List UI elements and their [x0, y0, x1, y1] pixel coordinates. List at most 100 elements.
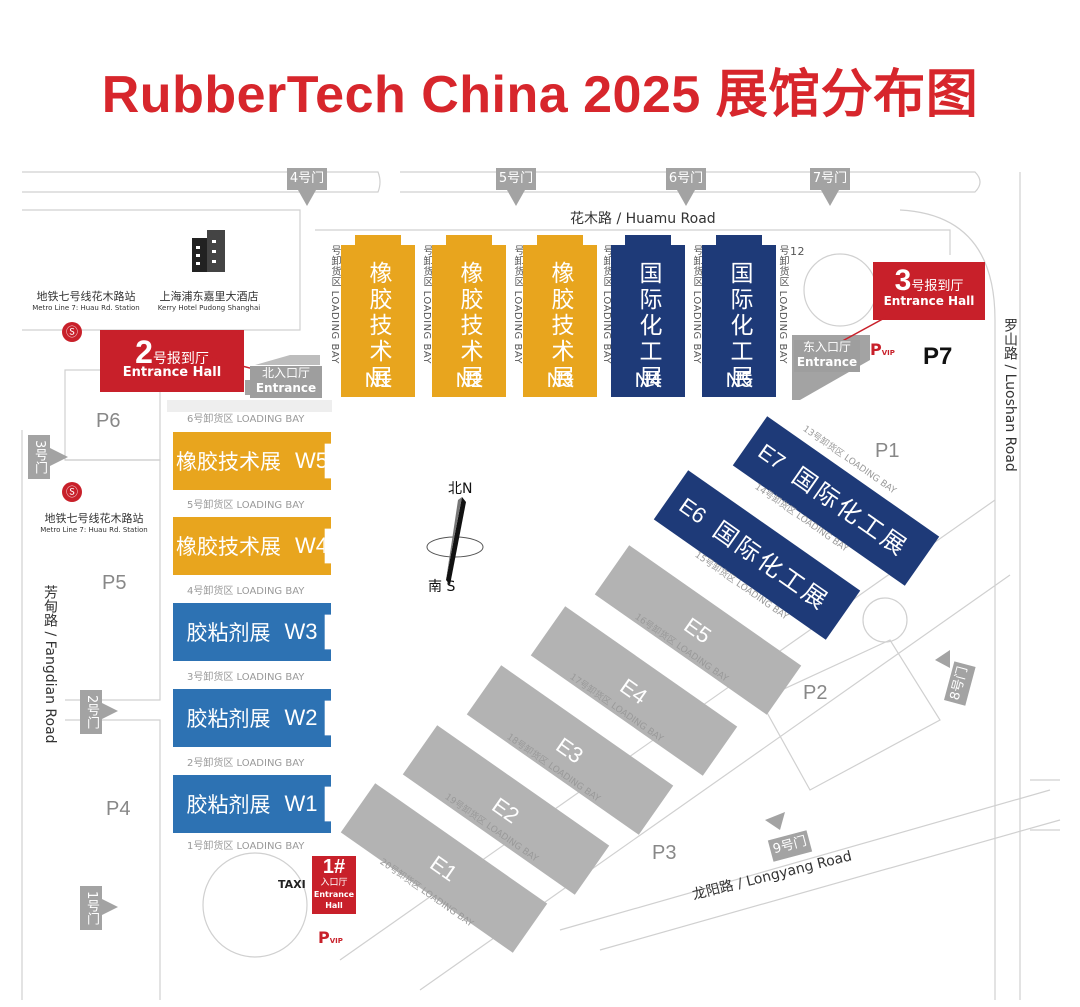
hall-e5: E5: [594, 545, 802, 715]
hall-e2: E2: [402, 725, 610, 895]
entrance-2-zh: 号报到厅: [152, 351, 209, 367]
metro-top-zh: 地铁七号线花木路站: [36, 290, 136, 303]
entrance-1-num: 1#: [322, 856, 346, 878]
parking-p7: P7: [923, 343, 953, 370]
hall-block: [530, 606, 738, 776]
hall-block: [466, 665, 674, 835]
hall-name: 胶粘剂展: [186, 793, 271, 817]
hall-code: N4: [634, 369, 662, 392]
hotel-zh: 上海浦东嘉里大酒店: [159, 290, 259, 303]
hall-name: 橡胶技术展: [456, 261, 482, 391]
page-title: RubberTech China 2025 展馆分布图: [101, 66, 979, 124]
entrance-3-en: Entrance Hall: [883, 294, 975, 308]
gate-2: 2号门: [80, 690, 102, 734]
hall-w1: 胶粘剂展 W1: [173, 775, 331, 833]
hall-code: W1: [284, 791, 318, 816]
hall-block: [653, 470, 861, 640]
gate-6: 6号门: [666, 168, 706, 190]
loading-bay-label: 6号卸货区 LOADING BAY: [187, 414, 305, 425]
parking-p5: P5: [102, 572, 127, 594]
parking-p2: P2: [803, 682, 828, 704]
hall-code: W4: [295, 533, 328, 558]
parking-p6: P6: [96, 410, 121, 432]
hall-name: 胶粘剂展: [186, 707, 271, 731]
gate-1: 1号门: [80, 886, 102, 930]
hall-name: 橡胶技术展: [176, 450, 281, 474]
hall-name: 橡胶技术展: [365, 261, 391, 391]
loading-bay-label: 3号卸货区 LOADING BAY: [187, 672, 305, 683]
gate-3: 3号门: [28, 435, 50, 479]
vip-parking-south: PVIP: [318, 928, 343, 947]
compass-north-label: 北N: [448, 481, 473, 497]
hall-code: W3: [284, 619, 318, 644]
vip-parking-east: PVIP: [870, 340, 895, 359]
hall-e4: E4: [530, 606, 738, 776]
hall-block: [340, 783, 548, 953]
gate-7: 7号门: [810, 168, 850, 190]
compass-south-label: 南 S: [428, 579, 456, 595]
loading-bay-text: 号卸货区 LOADING BAY: [601, 245, 612, 365]
hall-name: 国际化工展: [635, 261, 661, 391]
east-entrance: 东入口厅 Entrance: [794, 340, 860, 372]
loading-bay-label: 1号卸货区 LOADING BAY: [187, 841, 305, 852]
loading-bay-text: 号卸货区 LOADING BAY: [691, 245, 702, 365]
hall-code: N2: [455, 369, 483, 392]
road-huamu: 花木路 / Huamu Road: [570, 211, 716, 227]
entrance-3-num: 3: [894, 264, 912, 297]
loading-bay-label: 4号卸货区 LOADING BAY: [187, 586, 305, 597]
road-fangdian: 芳甸路 / Fangdian Road: [42, 585, 58, 744]
hotel-en: Kerry Hotel Pudong Shanghai: [157, 304, 261, 312]
hall-name: 橡胶技术展: [547, 261, 573, 391]
entrance-hall-1: 1# 入口厅 Entrance Hall: [312, 856, 356, 914]
hotel: 上海浦东嘉里大酒店 Kerry Hotel Pudong Shanghai: [150, 288, 268, 312]
parking-p3: P3: [652, 842, 677, 864]
hall-code: W2: [284, 705, 318, 730]
gate-4: 4号门: [287, 168, 327, 190]
hall-code: N5: [725, 369, 753, 392]
metro-station-top: 地铁七号线花木路站 Metro Line 7: Huau Rd. Station: [24, 288, 148, 312]
hall-block: [732, 416, 940, 586]
entrance-3-zh: 号报到厅: [911, 279, 964, 294]
hall-w2: 胶粘剂展 W2: [173, 689, 331, 747]
metro-top-en: Metro Line 7: Huau Rd. Station: [32, 304, 140, 312]
hall-code: N1: [364, 369, 392, 392]
loading-bay-label: 2号卸货区 LOADING BAY: [187, 758, 305, 769]
metro-left-zh: 地铁七号线花木路站: [44, 512, 144, 525]
north-entrance: 北入口厅 Entrance: [250, 366, 322, 398]
road-luoshan: 罗山路 / Luoshan Road: [1002, 318, 1018, 472]
loading-bay-label: 5号卸货区 LOADING BAY: [187, 500, 305, 511]
hall-code: W5: [295, 448, 328, 473]
metro-icon: Ⓢ: [62, 322, 82, 342]
hall-code: N3: [546, 369, 574, 392]
parking-p1: P1: [875, 440, 900, 462]
entrance-2-en: Entrance Hall: [122, 365, 222, 380]
parking-p4: P4: [106, 798, 131, 820]
hall-w5: 橡胶技术展 W5: [173, 432, 331, 490]
hall-w4: 橡胶技术展 W4: [173, 517, 331, 575]
gate-5: 5号门: [496, 168, 536, 190]
loading-bay-text: 号卸货区 LOADING BAY: [329, 245, 340, 365]
loading-bay-text: 号卸货区 LOADING BAY: [512, 245, 523, 365]
loading-bay-number: 12: [790, 245, 805, 258]
metro-icon: Ⓢ: [62, 482, 82, 502]
hall-e1: E1: [340, 783, 548, 953]
loading-bay-text: 号卸货区 LOADING BAY: [777, 245, 788, 365]
hall-e3: E3: [466, 665, 674, 835]
hall-name: 国际化工展: [726, 261, 752, 391]
metro-left-en: Metro Line 7: Huau Rd. Station: [40, 526, 148, 534]
metro-station-left: 地铁七号线花木路站 Metro Line 7: Huau Rd. Station: [32, 510, 156, 534]
hall-block: [594, 545, 802, 715]
hall-name: 橡胶技术展: [176, 535, 281, 559]
entrance-hall-3: 3号报到厅 Entrance Hall: [873, 262, 985, 320]
loading-bay-text: 号卸货区 LOADING BAY: [421, 245, 432, 365]
